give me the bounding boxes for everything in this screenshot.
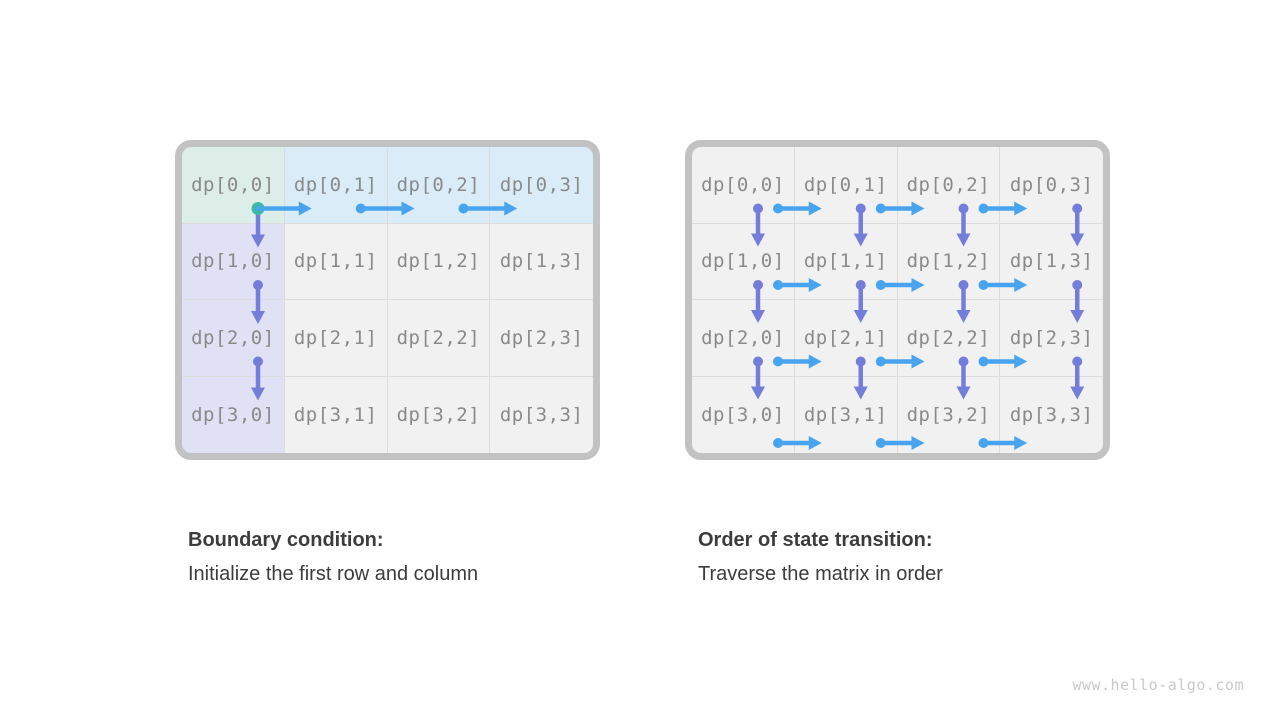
caption-title: Boundary condition: — [188, 529, 384, 551]
cell-label: dp[3,2] — [396, 403, 481, 426]
watermark: www.hello-algo.com — [1072, 676, 1244, 694]
grid-cell-boundary-condition-3-0: dp[3,0] — [182, 376, 285, 453]
grid-cell-state-transition-order-3-3: dp[3,3] — [1000, 376, 1103, 453]
cell-label: dp[3,0] — [701, 403, 785, 426]
grid-cell-state-transition-order-1-3: dp[1,3] — [1000, 223, 1103, 300]
caption-boundary: Boundary condition: Initialize the first… — [188, 523, 600, 591]
grid-cell-state-transition-order-2-3: dp[2,3] — [1000, 300, 1103, 377]
cell-label: dp[2,2] — [396, 326, 481, 349]
cell-label: dp[3,2] — [906, 403, 991, 426]
cell-label: dp[0,2] — [396, 173, 481, 196]
grid-cell-state-transition-order-1-0: dp[1,0] — [692, 223, 795, 300]
cell-label: dp[2,3] — [499, 326, 584, 349]
cell-label: dp[2,2] — [906, 326, 991, 349]
grid-cell-boundary-condition-0-0: dp[0,0] — [182, 147, 285, 224]
grid-cell-boundary-condition-0-3: dp[0,3] — [490, 147, 593, 224]
grid-cell-boundary-condition-2-0: dp[2,0] — [182, 300, 285, 377]
grid-cell-boundary-condition-3-2: dp[3,2] — [387, 376, 491, 453]
cell-label: dp[0,1] — [803, 173, 888, 196]
grid-cell-boundary-condition-2-1: dp[2,1] — [284, 300, 388, 377]
cell-label: dp[2,0] — [701, 326, 785, 349]
figure-state-transition-order: dp[0,0] dp[0,1] dp[0,2] dp[0,3] dp[1,0] dp[1,… — [685, 140, 1110, 591]
cell-label: dp[3,0] — [191, 403, 275, 426]
grid-cell-state-transition-order-1-1: dp[1,1] — [794, 223, 898, 300]
grid-cell-boundary-condition-1-0: dp[1,0] — [182, 223, 285, 300]
cell-label: dp[0,1] — [293, 173, 378, 196]
grid-cell-state-transition-order-2-0: dp[2,0] — [692, 300, 795, 377]
grid-cell-boundary-condition-0-2: dp[0,2] — [387, 147, 491, 224]
cell-label: dp[0,3] — [1009, 173, 1094, 196]
cell-label: dp[2,0] — [191, 326, 275, 349]
cell-label: dp[1,0] — [701, 250, 785, 273]
cell-label: dp[3,1] — [293, 403, 378, 426]
grid-cell-boundary-condition-1-1: dp[1,1] — [284, 223, 388, 300]
cell-label: dp[1,2] — [906, 250, 991, 273]
cell-label: dp[1,1] — [803, 250, 888, 273]
grid-cell-state-transition-order-0-1: dp[0,1] — [794, 147, 898, 224]
grid-cell-boundary-condition-1-3: dp[1,3] — [490, 223, 593, 300]
grid-cell-state-transition-order-2-1: dp[2,1] — [794, 300, 898, 377]
cell-label: dp[0,0] — [701, 173, 785, 196]
grid-cell-state-transition-order-0-2: dp[0,2] — [897, 147, 1001, 224]
grid-cell-boundary-condition-1-2: dp[1,2] — [387, 223, 491, 300]
caption-body: Traverse the matrix in order — [698, 563, 943, 585]
caption-title: Order of state transition: — [698, 529, 933, 551]
grid-cell-boundary-condition-2-3: dp[2,3] — [490, 300, 593, 377]
caption-order: Order of state transition: Traverse the … — [698, 523, 1110, 591]
grid-cell-state-transition-order-3-2: dp[3,2] — [897, 376, 1001, 453]
grid-cell-state-transition-order-0-3: dp[0,3] — [1000, 147, 1103, 224]
grid-cell-boundary-condition-2-2: dp[2,2] — [387, 300, 491, 377]
grid-cell-boundary-condition-3-1: dp[3,1] — [284, 376, 388, 453]
cell-label: dp[1,2] — [396, 250, 481, 273]
cell-label: dp[1,3] — [499, 250, 584, 273]
dp-grid-order: dp[0,0] dp[0,1] dp[0,2] dp[0,3] dp[1,0] dp[1,… — [685, 140, 1110, 460]
cell-label: dp[2,1] — [293, 326, 378, 349]
cell-label: dp[0,3] — [499, 173, 584, 196]
dp-grid-cells: dp[0,0] dp[0,1] dp[0,2] dp[0,3] dp[1,0] dp[1,… — [182, 147, 593, 453]
cell-label: dp[0,0] — [191, 173, 275, 196]
cell-label: dp[0,2] — [906, 173, 991, 196]
cell-label: dp[1,1] — [293, 250, 378, 273]
figure-boundary-condition: dp[0,0] dp[0,1] dp[0,2] dp[0,3] dp[1,0] dp[1,… — [175, 140, 600, 591]
dp-grid-boundary: dp[0,0] dp[0,1] dp[0,2] dp[0,3] dp[1,0] dp[1,… — [175, 140, 600, 460]
caption-body: Initialize the first row and column — [188, 563, 479, 585]
cell-label: dp[3,1] — [803, 403, 888, 426]
grid-cell-state-transition-order-3-0: dp[3,0] — [692, 376, 795, 453]
grid-cell-state-transition-order-0-0: dp[0,0] — [692, 147, 795, 224]
cell-label: dp[1,3] — [1009, 250, 1094, 273]
cell-label: dp[2,3] — [1009, 326, 1094, 349]
cell-label: dp[3,3] — [499, 403, 584, 426]
cell-label: dp[1,0] — [191, 250, 275, 273]
cell-label: dp[2,1] — [803, 326, 888, 349]
grid-cell-state-transition-order-3-1: dp[3,1] — [794, 376, 898, 453]
grid-cell-state-transition-order-1-2: dp[1,2] — [897, 223, 1001, 300]
grid-cell-boundary-condition-3-3: dp[3,3] — [490, 376, 593, 453]
grid-cell-boundary-condition-0-1: dp[0,1] — [284, 147, 388, 224]
cell-label: dp[3,3] — [1009, 403, 1094, 426]
grid-cell-state-transition-order-2-2: dp[2,2] — [897, 300, 1001, 377]
dp-grid-cells: dp[0,0] dp[0,1] dp[0,2] dp[0,3] dp[1,0] dp[1,… — [692, 147, 1103, 453]
